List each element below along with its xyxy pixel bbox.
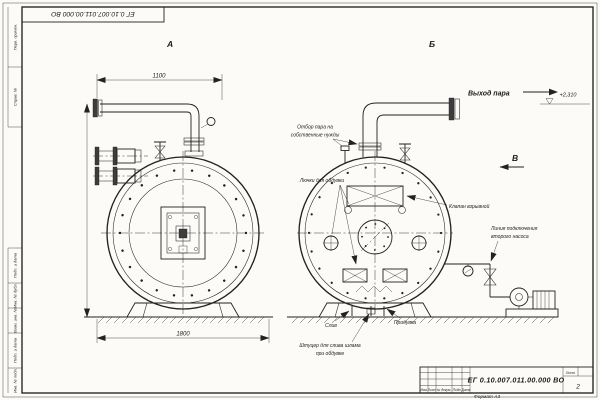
title-block: Изм. Лист № докум. Подп. Дата ЕГ 0.10.00… [419, 366, 594, 394]
pump-body [509, 287, 529, 307]
steam-pipe-left [92, 98, 216, 157]
flow-arrow-icon [549, 88, 558, 96]
rear-safety-valve [399, 143, 411, 163]
pump-motor [532, 290, 556, 310]
blowoff-hatches [323, 206, 427, 293]
annotation-second-pump: второго насоса [491, 234, 529, 240]
title-row-ndoc: № докум. [437, 388, 452, 392]
stamp-cell-label: Справ. № [13, 87, 18, 106]
feed-valve [483, 268, 497, 286]
elevation-mark-icon [545, 98, 554, 105]
feed-piping [444, 263, 510, 298]
annotation-sludge: при обдувке [316, 351, 345, 357]
annotation-second-pump: Линия подключения [490, 226, 538, 232]
view-b-rear: Б [287, 39, 590, 324]
stamp-cell-label: Инв. № дубл. [13, 283, 18, 308]
view-b-label: Б [429, 39, 435, 49]
pressure-gauge-icon [206, 117, 216, 126]
dim-1100-value: 1100 [153, 74, 167, 80]
sheet-label: Лист [565, 371, 575, 375]
ground-hatch-right [291, 316, 555, 324]
pressure-gauge-icon [462, 265, 474, 277]
dim-1800-value: 1800 [176, 332, 190, 338]
steam-outlet-label: Выход пара [468, 90, 510, 98]
stamp-cell-label: Подп. и дата [13, 337, 18, 363]
annotation-hatches: Лючки для обдувки [299, 178, 345, 184]
safety-valve [154, 141, 166, 160]
title-row-izm: Изм. [420, 388, 427, 392]
stamp-cell-label: Перв. примен. [13, 24, 18, 51]
view-v-label: В [512, 153, 518, 163]
doc-number-top: ЕГ 0.10.007.011.00.000 ВО [51, 10, 135, 17]
centerlines-view-b [297, 151, 453, 315]
stamp-column: Перв. примен. Справ. № Подп. и дата Инв.… [7, 7, 22, 393]
dimension-1100: 1100 [96, 74, 223, 100]
stamp-cell-label: Подп. и дата [13, 252, 18, 278]
annotation-drain: Слив [325, 323, 337, 329]
annotation-steam-tap: собственные нужды [291, 133, 340, 139]
explosion-valve-hatch [346, 185, 404, 207]
view-a-front: А [84, 39, 273, 343]
stamp-cell-label: Инв. № подл. [13, 368, 18, 393]
annotation-sludge: Штуцер для слива шлама [299, 343, 361, 349]
title-row-data: Дата [461, 388, 471, 392]
doc-number-main: ЕГ 0.10.007.011.00.000 ВО [468, 376, 565, 385]
vessel-shell-front [106, 156, 260, 310]
view-v-callout: В [499, 153, 524, 170]
title-row-list: Лист [427, 388, 437, 392]
dimension-1800: 1800 [96, 319, 270, 343]
ground-hatch-left [97, 316, 265, 324]
sheet-number: 2 [575, 384, 580, 391]
side-fittings [93, 146, 148, 186]
stamp-cell-label: Взам. инв. № [13, 307, 18, 332]
view-a-label: А [166, 39, 173, 49]
rear-bolt-circle [307, 165, 443, 301]
burner-opening [357, 219, 393, 255]
boiler-door [160, 206, 206, 260]
steam-tap-fitting [340, 145, 350, 163]
steam-outlet-callout: Выход пара +2,310 [468, 88, 590, 105]
format-label: Формат А3 [474, 394, 501, 400]
annotations: Отбор пара на собственные нужды Лючки дл… [291, 125, 538, 358]
annotation-explosion-valve: Клапан взрывной [449, 203, 490, 210]
annotation-steam-tap: Отбор пара на [297, 125, 333, 131]
pump-unit [505, 287, 559, 318]
annotation-blowdown: Продувка [394, 320, 416, 326]
elevation-value: +2,310 [560, 93, 578, 99]
door-bolt-circle [118, 168, 248, 298]
title-row-podp: Подп. [453, 388, 462, 392]
